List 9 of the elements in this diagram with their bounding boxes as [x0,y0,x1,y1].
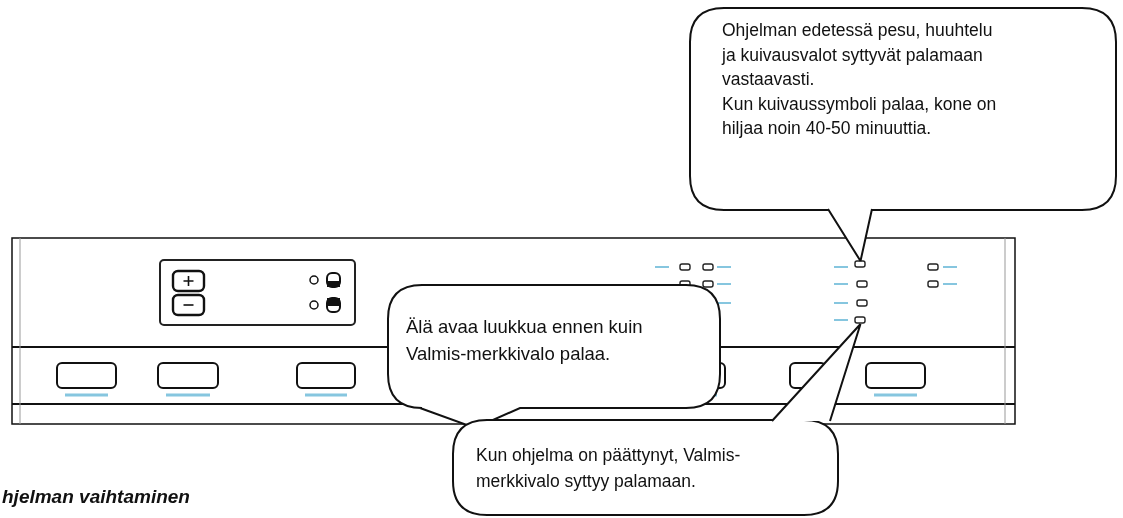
callout-pointer [827,208,873,262]
section-heading: hjelman vaihtaminen [2,486,190,508]
indicator-light [854,316,866,324]
callout-pointer [771,323,862,422]
callout-text: Älä avaa luukkua ennen kuin Valmis-merkkivalo palaa. [406,315,644,366]
callout-text: Kun kuivaussymboli palaa, kone on hiljaa noin 40-50 minuuttia. [722,92,998,140]
indicator-light [854,260,866,268]
callout-text: Kun ohjelma on päättynyt, Valmis-merkkivalo syttyy palamaan. [476,444,742,493]
callout-text: Ohjelman edetessä pesu, huuhtelu ja kuivausvalot syttyvät palamaan vastaavasti. [722,19,994,91]
